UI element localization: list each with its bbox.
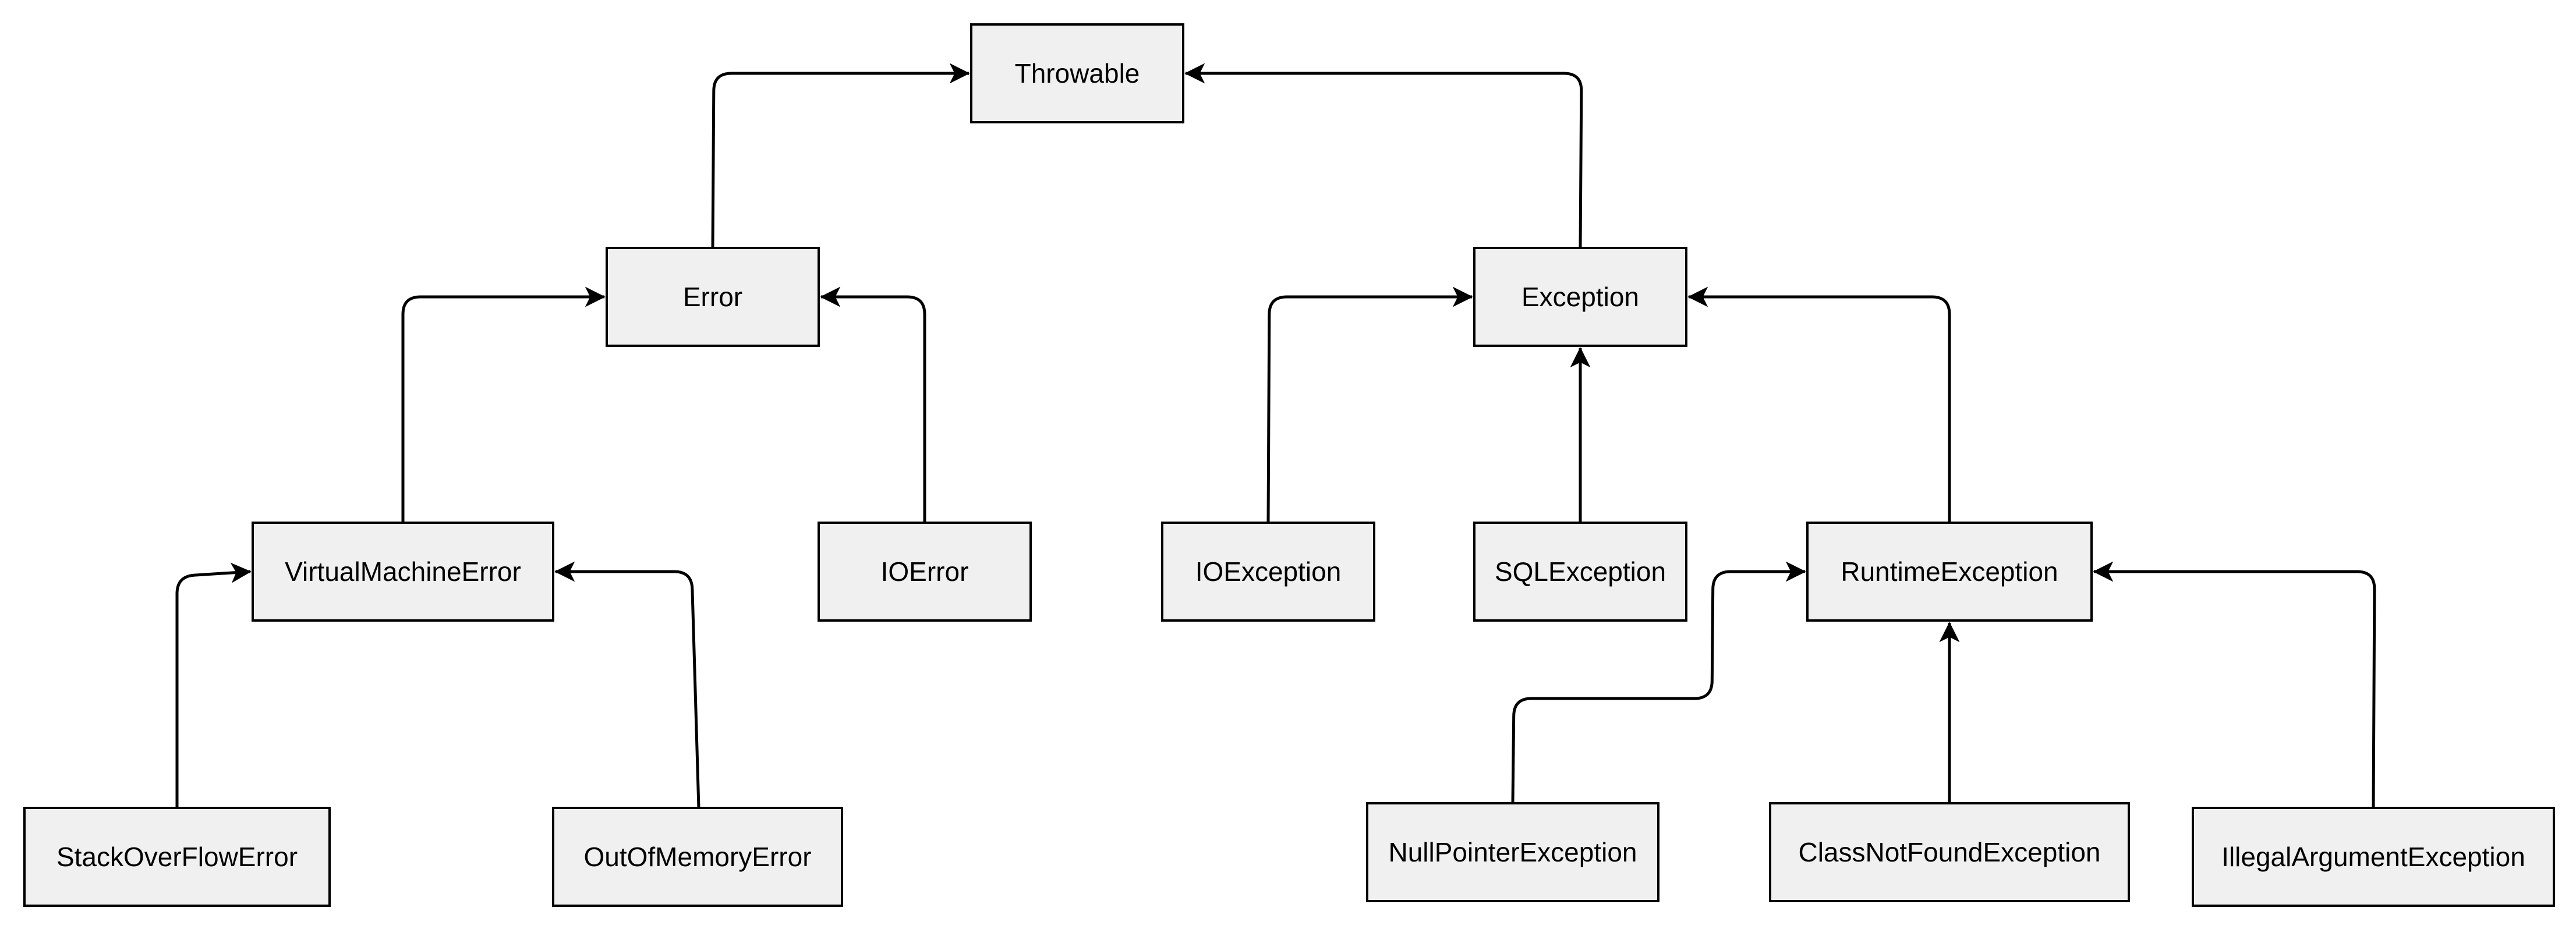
node-box-error: [606, 247, 820, 347]
arrow-ioexception-to-exception: [1266, 286, 1473, 523]
node-label-classnotfoundexception: ClassNotFoundException: [1798, 837, 2100, 867]
node-box-classnotfoundexception: [1769, 802, 2130, 902]
node-label-runtimeexception: RuntimeException: [1841, 556, 2058, 587]
node-nullpointerexception: NullPointerException: [1366, 802, 1659, 902]
arrow-outofmemoryerror-to-virtualmachineerror: [554, 561, 700, 809]
arrow-runtimeexception-to-exception: [1687, 286, 1951, 523]
node-label-illegalargumentexception: IllegalArgumentException: [2221, 842, 2525, 872]
node-label-nullpointerexception: NullPointerException: [1388, 837, 1637, 867]
edges-layer: [175, 63, 2376, 809]
node-label-ioerror: IOError: [881, 556, 969, 587]
node-box-exception: [1473, 247, 1687, 347]
node-label-error: Error: [683, 282, 742, 312]
node-box-virtualmachineerror: [252, 522, 554, 622]
node-error: Error: [606, 247, 820, 347]
node-stackoverflowerror: StackOverFlowError: [23, 807, 331, 907]
arrow-ioerror-to-error: [820, 286, 926, 523]
arrow-virtualmachineerror-to-error: [401, 286, 606, 523]
node-runtimeexception: RuntimeException: [1806, 522, 2093, 622]
node-illegalargumentexception: IllegalArgumentException: [2192, 807, 2555, 907]
node-label-ioexception: IOException: [1195, 556, 1342, 587]
node-label-virtualmachineerror: VirtualMachineError: [285, 556, 521, 587]
arrow-exception-to-throwable: [1184, 63, 1583, 249]
node-box-throwable: [970, 23, 1184, 123]
node-box-nullpointerexception: [1366, 802, 1659, 902]
node-classnotfoundexception: ClassNotFoundException: [1769, 802, 2130, 902]
node-ioexception: IOException: [1161, 522, 1375, 622]
node-box-illegalargumentexception: [2192, 807, 2555, 907]
arrow-illegalargumentexception-to-runtimeexception: [2093, 561, 2376, 809]
node-virtualmachineerror: VirtualMachineError: [252, 522, 554, 622]
node-box-stackoverflowerror: [23, 807, 331, 907]
node-label-exception: Exception: [1521, 282, 1639, 312]
arrow-nullpointerexception-to-runtimeexception: [1511, 561, 1806, 804]
node-label-sqlexception: SQLException: [1495, 556, 1666, 587]
node-label-stackoverflowerror: StackOverFlowError: [56, 842, 298, 872]
node-label-outofmemoryerror: OutOfMemoryError: [583, 842, 811, 872]
node-throwable: Throwable: [970, 23, 1184, 123]
node-sqlexception: SQLException: [1473, 522, 1687, 622]
node-label-throwable: Throwable: [1015, 58, 1140, 88]
node-outofmemoryerror: OutOfMemoryError: [552, 807, 843, 907]
arrow-stackoverflowerror-to-virtualmachineerror: [175, 562, 252, 808]
node-box-outofmemoryerror: [552, 807, 843, 907]
node-box-ioexception: [1161, 522, 1375, 622]
node-ioerror: IOError: [818, 522, 1032, 622]
node-box-runtimeexception: [1806, 522, 2093, 622]
node-box-ioerror: [818, 522, 1032, 622]
arrow-error-to-throwable: [711, 63, 970, 249]
node-exception: Exception: [1473, 247, 1687, 347]
node-box-sqlexception: [1473, 522, 1687, 622]
